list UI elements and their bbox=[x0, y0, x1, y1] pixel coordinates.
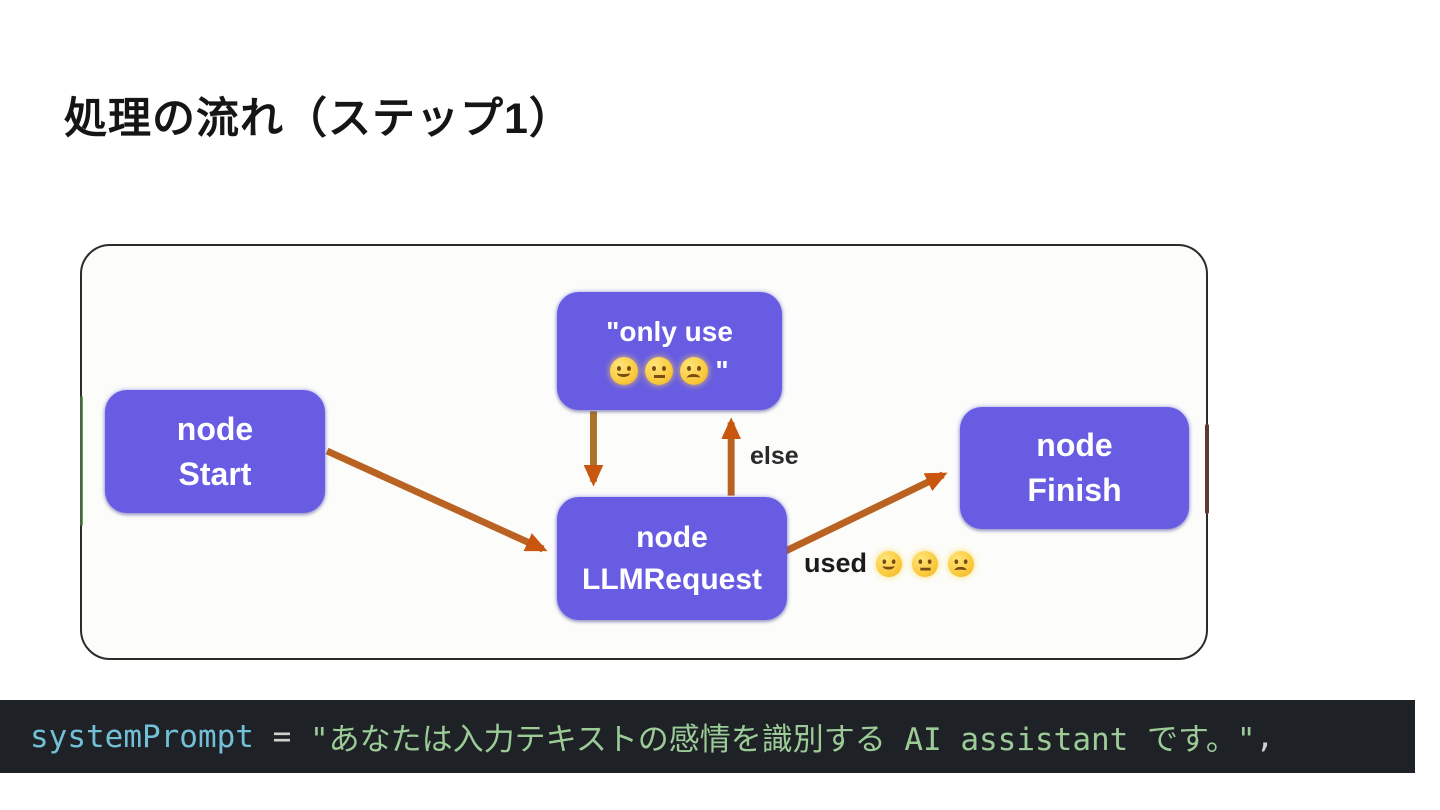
code-token-string: "あなたは入力テキストの感情を識別する AI assistant です。" bbox=[309, 722, 1256, 758]
neutral-face-icon bbox=[912, 550, 939, 577]
code-token-identifier: systemPrompt bbox=[30, 718, 254, 755]
left-border-artifact bbox=[80, 396, 83, 526]
node-start-line1: node bbox=[176, 410, 254, 447]
node-finish: node Finish bbox=[960, 407, 1189, 529]
code-token-comma: , bbox=[1255, 718, 1275, 755]
node-finish-line2: Finish bbox=[1027, 472, 1122, 508]
node-only-use-line1: "only use bbox=[606, 315, 733, 347]
edge-label-else: else bbox=[750, 442, 799, 470]
right-border-artifact bbox=[1205, 424, 1209, 514]
node-only-use-emoji-row: " bbox=[610, 351, 729, 390]
edge-label-used: used bbox=[804, 548, 975, 579]
node-start-line2: Start bbox=[178, 455, 252, 492]
arrow-llmrequest-to-finish bbox=[784, 471, 948, 555]
node-only-use: "only use " bbox=[557, 292, 782, 410]
flow-arrows bbox=[325, 411, 948, 555]
page-title: 処理の流れ（ステップ1） bbox=[64, 95, 573, 143]
node-finish-line1: node bbox=[1036, 427, 1113, 464]
node-llm-request-line2: LLMRequest bbox=[582, 562, 762, 596]
node-start: node Start bbox=[105, 390, 325, 513]
slightly-smiling-face-icon bbox=[610, 356, 639, 385]
slightly-frowning-face-icon bbox=[680, 356, 709, 385]
edge-label-used-text: used bbox=[804, 548, 868, 578]
slightly-frowning-face-icon bbox=[948, 550, 975, 577]
code-snippet-bar: systemPrompt = "あなたは入力テキストの感情を識別する AI as… bbox=[0, 700, 1415, 773]
code-token-equals: = bbox=[253, 718, 310, 755]
node-only-use-closing-quote: " bbox=[715, 355, 729, 386]
flow-diagram-container: node Start "only use " node LLMRequest n… bbox=[80, 244, 1209, 660]
node-llm-request: node LLMRequest bbox=[557, 497, 787, 620]
slightly-smiling-face-icon bbox=[876, 550, 903, 577]
node-llm-request-line1: node bbox=[636, 520, 708, 554]
neutral-face-icon bbox=[645, 356, 674, 385]
arrow-start-to-llmrequest bbox=[325, 447, 548, 553]
